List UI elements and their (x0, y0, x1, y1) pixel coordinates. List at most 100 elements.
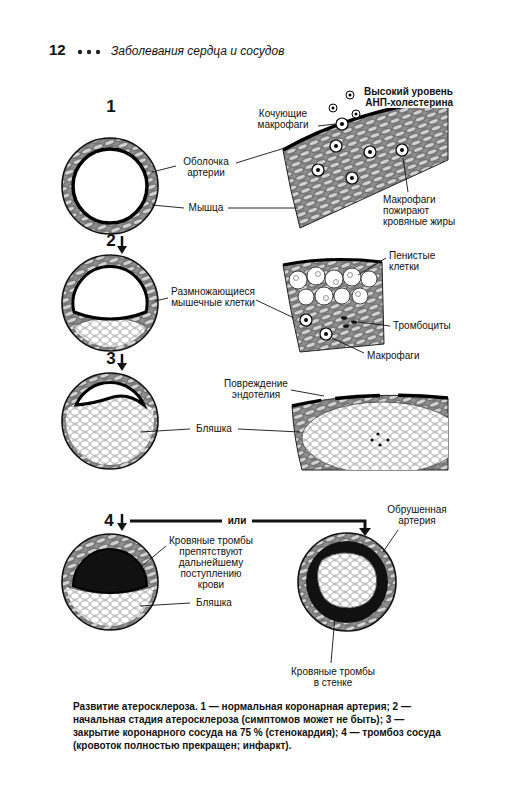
header-dots (96, 50, 100, 54)
step-number: 3 (102, 350, 120, 368)
macrophage-core (334, 144, 338, 148)
callout-label: Оболочка артерии (178, 156, 234, 178)
header-dots (78, 50, 82, 54)
macrophage (300, 314, 312, 326)
callout-label: Кровяные тромбы препятствуют дальнейшему… (168, 535, 254, 590)
macrophage-core (368, 150, 372, 154)
callout-label: Высокий уровень АНП-холестерина (358, 86, 454, 108)
ldl-core (355, 113, 358, 116)
macrophage-core (340, 122, 344, 126)
early-atherosclerosis-artery (62, 255, 158, 351)
macrophage (312, 118, 408, 184)
platelet (386, 438, 389, 441)
leader-lines (228, 208, 298, 209)
wall-detail-2 (283, 260, 384, 352)
foam-cells (325, 270, 343, 288)
step-number: 4 (100, 512, 118, 530)
leader-lines (256, 300, 294, 318)
ruptured-artery (298, 533, 396, 631)
normal-artery (62, 138, 158, 234)
macrophage (364, 146, 376, 158)
running-head: Заболевания сердца и сосудов (110, 44, 320, 58)
leader-lines (358, 322, 390, 326)
leader-lines (152, 166, 176, 172)
platelet (341, 316, 347, 320)
stenosis-artery (76, 383, 144, 405)
callout-label: Кочующие макрофаги (250, 108, 316, 130)
macrophage (336, 118, 348, 130)
leader-lines (152, 205, 184, 208)
figure-caption: Развитие атеросклероза. 1 — нормальная к… (72, 700, 442, 752)
wall-detail-2 (283, 260, 382, 265)
platelet (370, 432, 389, 446)
callout-label: Бляшка (192, 423, 236, 434)
foam-cell-bubble (356, 292, 361, 297)
callout-label: Кровяные тромбы в стенке (288, 666, 378, 688)
ruptured-artery (306, 541, 388, 623)
leader-lines (358, 258, 386, 275)
page-number: 12 (48, 42, 74, 58)
wall-detail-3 (292, 395, 462, 474)
step-arrows (117, 246, 127, 254)
step-number: 2 (102, 232, 120, 250)
macrophage (330, 140, 342, 152)
wall-detail-2 (283, 260, 384, 352)
ldl-core (349, 94, 352, 97)
step-arrows (121, 354, 124, 364)
macrophage-core (400, 148, 404, 152)
foam-cell-bubble (324, 296, 329, 301)
ldl-particle (329, 91, 360, 118)
leader-lines (140, 429, 190, 432)
header-dots (78, 50, 100, 54)
callout-label: Бляшка (192, 597, 236, 608)
step-arrows (121, 236, 124, 247)
step-number: 1 (102, 98, 120, 116)
ldl-particle (352, 110, 360, 118)
step-arrows (117, 363, 127, 371)
callout-label: Пенистые клетки (388, 250, 448, 272)
header-dots (87, 50, 91, 54)
wall-detail-3 (292, 395, 448, 406)
normal-artery (73, 149, 147, 223)
foam-cell-bubble (334, 280, 339, 285)
early-atherosclerosis-artery (73, 266, 147, 319)
platelet (343, 324, 349, 328)
macrophage (396, 144, 408, 156)
foam-cell-bubble (348, 273, 353, 278)
step-arrows (117, 523, 127, 531)
foam-cells (343, 268, 361, 286)
macrophage (320, 328, 332, 340)
platelet (341, 316, 357, 328)
foam-cells (352, 288, 368, 304)
callout-label: Мышца (186, 202, 226, 213)
foam-cell-bubble (316, 272, 321, 277)
callout-label: Размножающиеся мышечные клетки (170, 286, 256, 308)
step-arrows (359, 528, 371, 536)
connector-word: или (222, 515, 252, 527)
leader-lines (238, 429, 300, 432)
platelet (376, 432, 379, 435)
leader-lines (331, 616, 335, 663)
foam-cells (361, 271, 377, 287)
stenosis-artery (58, 373, 162, 480)
thrombosis-artery (58, 534, 162, 640)
foam-cells (298, 289, 314, 305)
foam-cell-bubble (294, 276, 299, 281)
macrophage (300, 314, 332, 340)
foam-cells (315, 287, 333, 305)
platelet (351, 320, 357, 324)
ruptured-artery (317, 553, 376, 608)
normal-artery (62, 138, 158, 234)
macrophage-core (304, 318, 308, 322)
ldl-particle (329, 104, 337, 112)
leader-lines (291, 390, 324, 396)
early-atherosclerosis-artery (62, 255, 158, 351)
macrophage-core (316, 122, 404, 180)
leader-lines (135, 546, 166, 572)
step-arrows (121, 514, 124, 524)
platelet (378, 443, 381, 446)
macrophage-core (316, 168, 320, 172)
foam-cells (334, 288, 350, 304)
callout-label: Тромбоциты (392, 320, 456, 331)
